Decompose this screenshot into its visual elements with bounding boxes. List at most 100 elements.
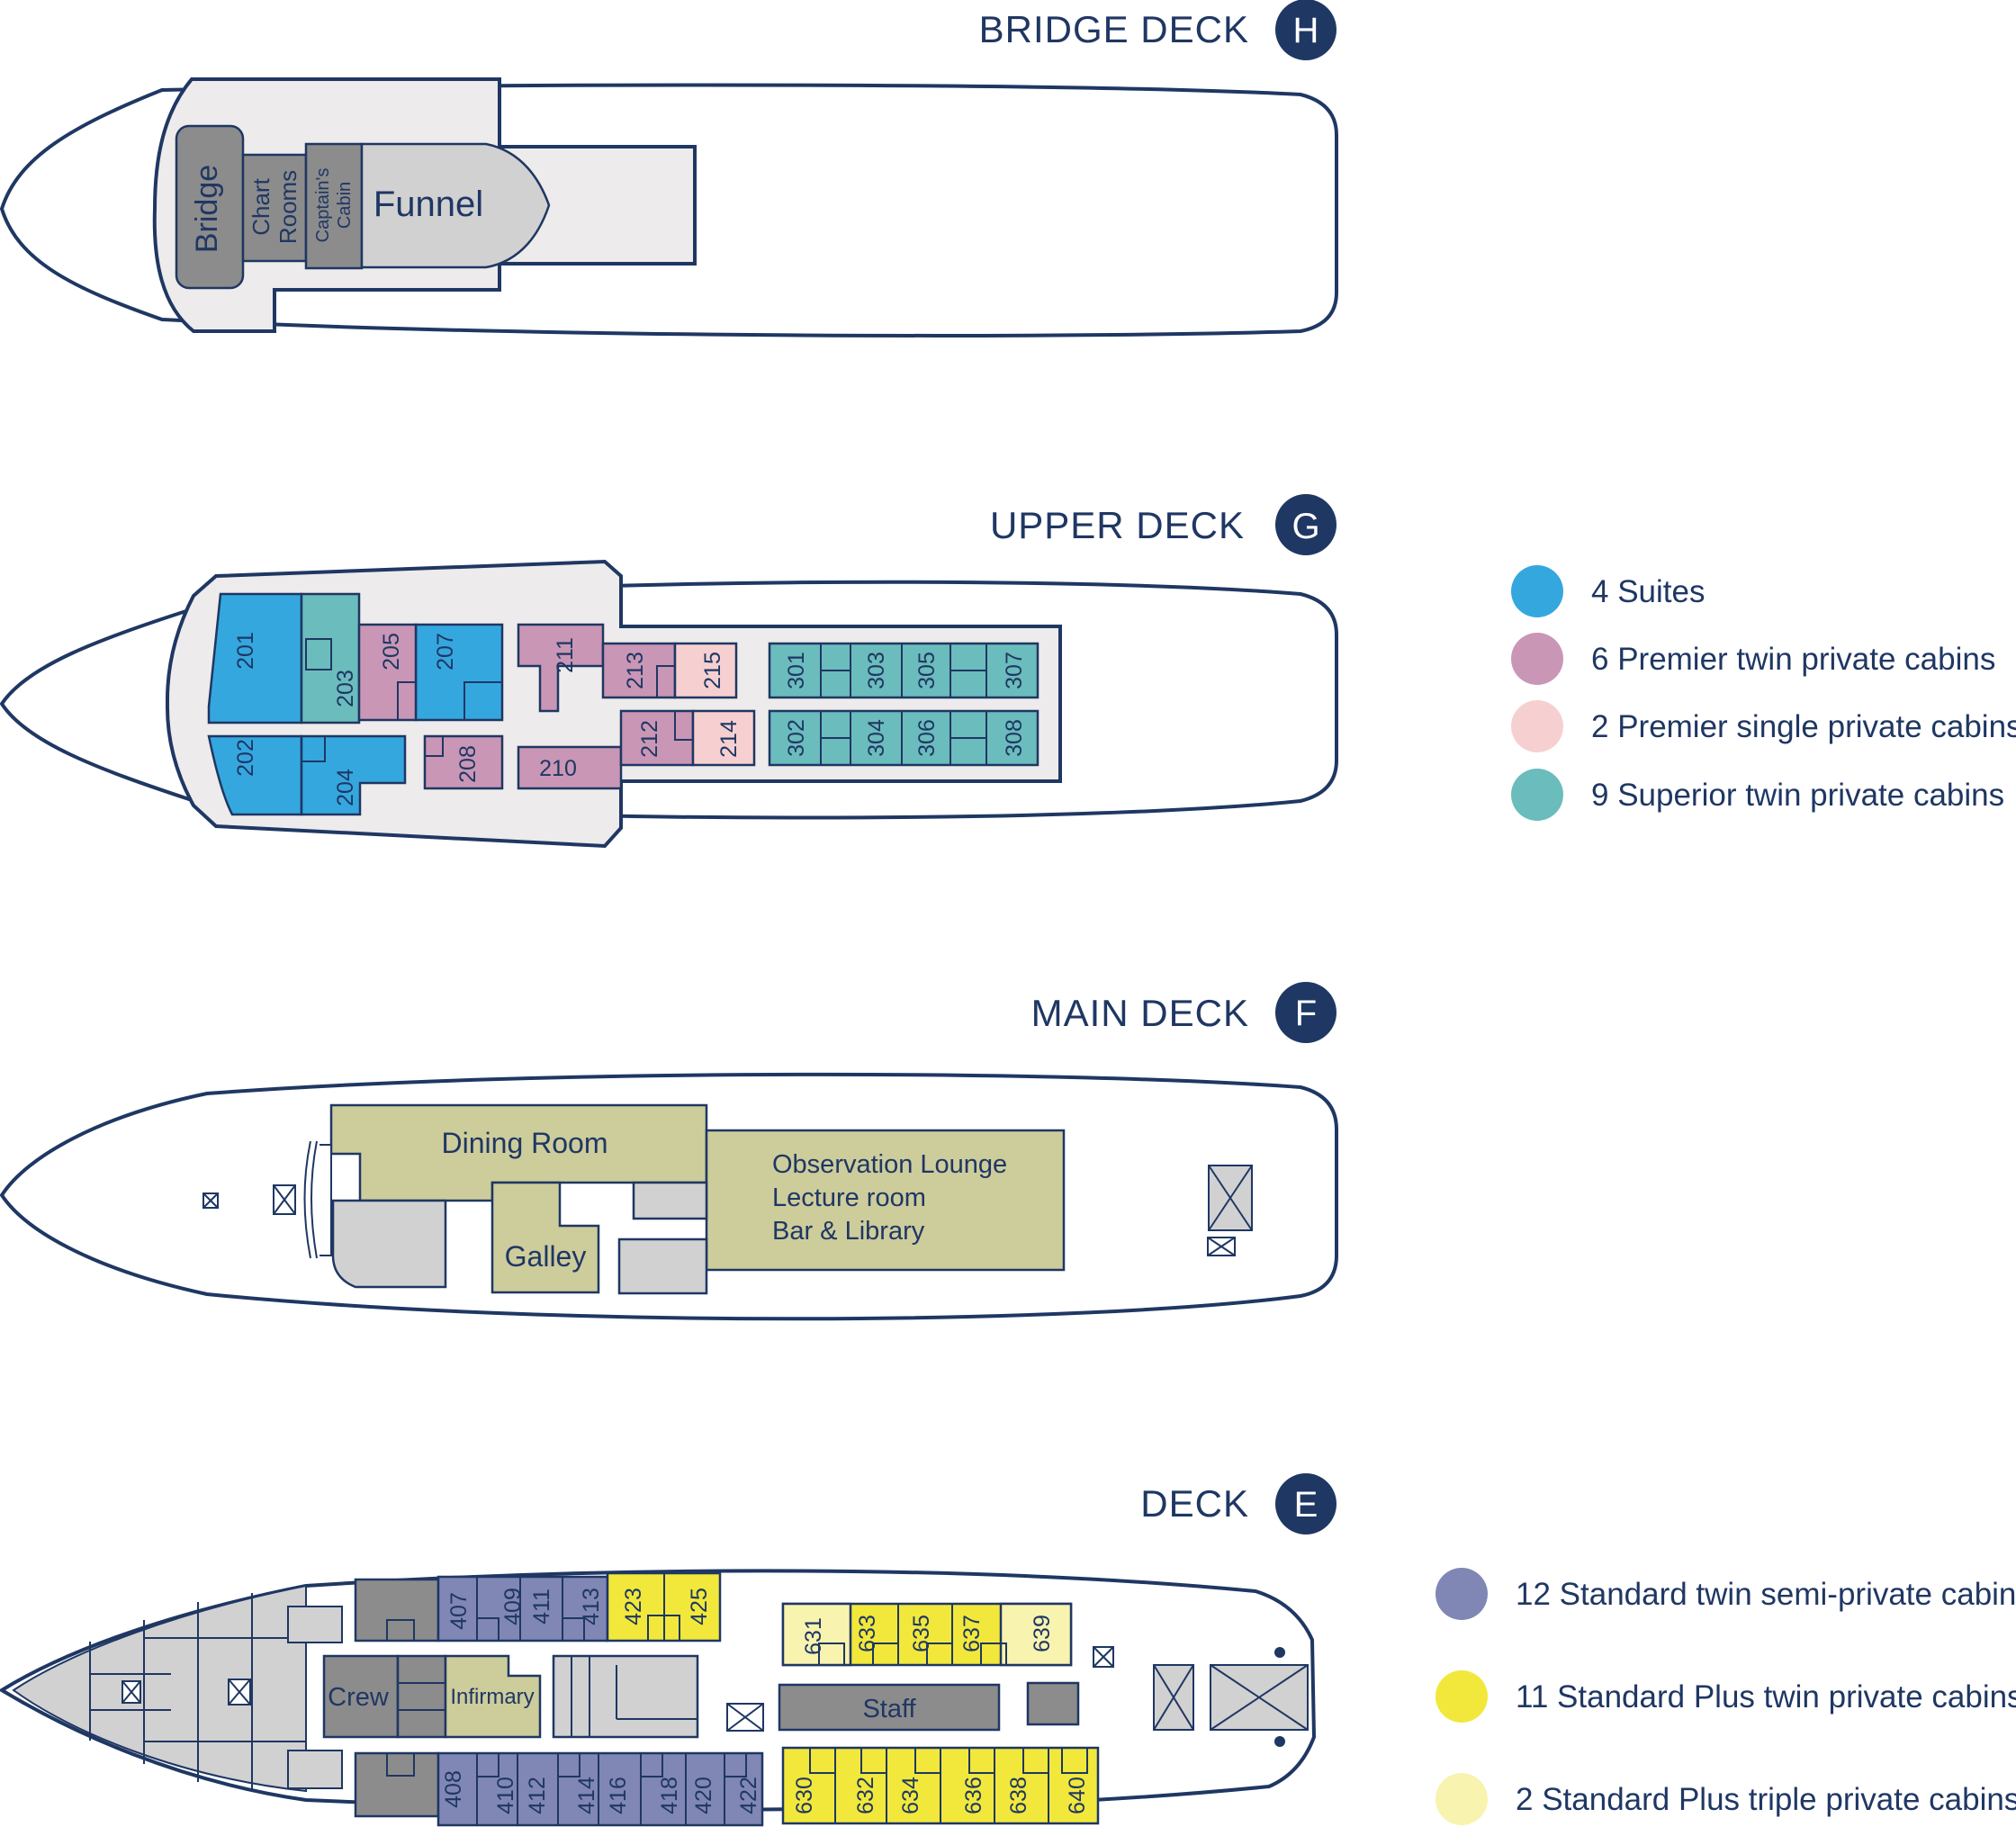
legend-swatch-suite [1511,565,1563,617]
cabin-number: 210 [539,756,577,781]
cabin-number: 420 [691,1777,716,1814]
bridge-deck-badge [1275,0,1336,60]
cabin-number: 307 [1002,652,1027,689]
legend-label: 2 Standard Plus triple private cabins [1516,1782,2016,1817]
service-room [331,1199,447,1289]
e-deck-title: DECK [1140,1482,1249,1525]
cabin-number: 637 [959,1615,985,1652]
legend-label: 4 Suites [1591,574,1705,609]
e-deck-badge [1275,1473,1336,1534]
legend-swatch-premier-single [1511,700,1563,752]
cabin-639 [999,1602,1073,1667]
cabin-number: 636 [961,1777,986,1814]
cabin-number: 305 [914,652,940,689]
bridge-deck: BRIDGE DECK H Bridge ChartRooms Captain'… [0,0,1338,338]
cabin-201 [207,592,303,724]
crew-cabin [354,1578,440,1642]
crew-label: Crew [328,1683,390,1712]
cabin-number: 413 [579,1588,604,1625]
cabin-215 [673,642,738,699]
cabin-208 [423,734,504,790]
cabins-302-308-block [768,709,1040,767]
legend-label: 6 Premier twin private cabins [1591,642,1995,677]
cabin-number: 308 [1002,719,1027,757]
dining-room-label: Dining Room [442,1127,608,1159]
crew-cabin [354,1751,440,1818]
cabin-number: 425 [687,1588,712,1625]
cabin-number: 212 [637,720,662,758]
captains-cabin [304,142,364,270]
cabin-number: 633 [855,1615,880,1652]
cabin-number: 203 [333,670,358,707]
cabin-number: 215 [700,652,725,689]
cabin-number: 416 [606,1777,631,1814]
cabin-211 [517,623,605,713]
cabin-number: 632 [853,1777,878,1814]
legend-label: 11 Standard Plus twin private cabins [1516,1679,2016,1714]
cabin-number: 639 [1030,1615,1055,1652]
upper-deck-badge [1275,494,1336,555]
cabin-number: 640 [1065,1777,1090,1814]
upper-deck-letter: G [1292,507,1319,546]
cabin-207 [414,623,504,722]
cabin-number: 414 [574,1777,599,1814]
legend-e: 12 Standard twin semi-private cabins 11 … [1436,1568,2016,1825]
cabin-number: 423 [621,1588,646,1625]
cabin-number: 208 [455,745,481,783]
cabins-408-422-block [436,1751,764,1827]
cabin-number: 213 [623,652,648,689]
cabin-number: 202 [233,739,258,777]
cabin-number: 407 [446,1592,472,1630]
bridge-label: Bridge [190,165,224,253]
cabin-204 [300,734,407,816]
cabin-number: 410 [493,1777,518,1814]
galley-label: Galley [505,1240,587,1273]
cabin-number: 408 [441,1770,466,1808]
service-room [617,1238,708,1295]
legend-swatch-standard-plus-triple [1436,1773,1488,1825]
crew-room [322,1654,400,1739]
cabin-number: 306 [914,719,940,757]
lecture-label: Lecture room [772,1184,926,1212]
cabin-631 [781,1602,852,1667]
cabin-number: 634 [898,1777,923,1814]
main-deck-letter: F [1295,994,1317,1033]
bridge-deck-letter: H [1293,11,1319,50]
e-deck: DECK E [0,1473,1336,1827]
cabin-number: 201 [233,632,258,670]
legend-label: 2 Premier single private cabins [1591,709,2016,744]
cabin-number: 211 [553,637,578,673]
cabin-number: 304 [864,719,889,757]
chart-rooms-label: ChartRooms [248,170,302,244]
funnel-label: Funnel [374,184,483,224]
cabin-number: 411 [529,1588,554,1624]
bridge-deck-title: BRIDGE DECK [979,8,1249,50]
cabin-number: 631 [801,1617,826,1655]
legend-swatch-superior [1511,769,1563,821]
service-area [552,1654,699,1739]
staff-label: Staff [862,1695,916,1724]
cabin-214 [691,709,756,767]
cabin-202 [207,734,303,816]
infirmary [444,1654,542,1739]
service-room [1026,1681,1080,1726]
bow-storage [12,1584,307,1793]
cabin-number: 302 [784,719,809,757]
cabin-212 [619,709,695,767]
cabin-number: 301 [784,652,809,689]
cabin-number: 635 [909,1615,934,1652]
cabin-210 [517,745,623,790]
cabin-213 [601,642,677,699]
galley [490,1181,600,1294]
legend-label: 9 Superior twin private cabins [1591,778,2004,813]
main-deck-badge [1275,982,1336,1043]
crew-room [396,1654,447,1739]
cabin-number: 205 [379,633,404,670]
legend-swatch-standard-plus [1436,1670,1488,1723]
legend-upper: 4 Suites 6 Premier twin private cabins 2… [1511,565,2016,821]
cabin-number: 204 [333,769,358,806]
cabin-number: 214 [716,720,742,758]
e-deck-letter: E [1294,1485,1318,1525]
